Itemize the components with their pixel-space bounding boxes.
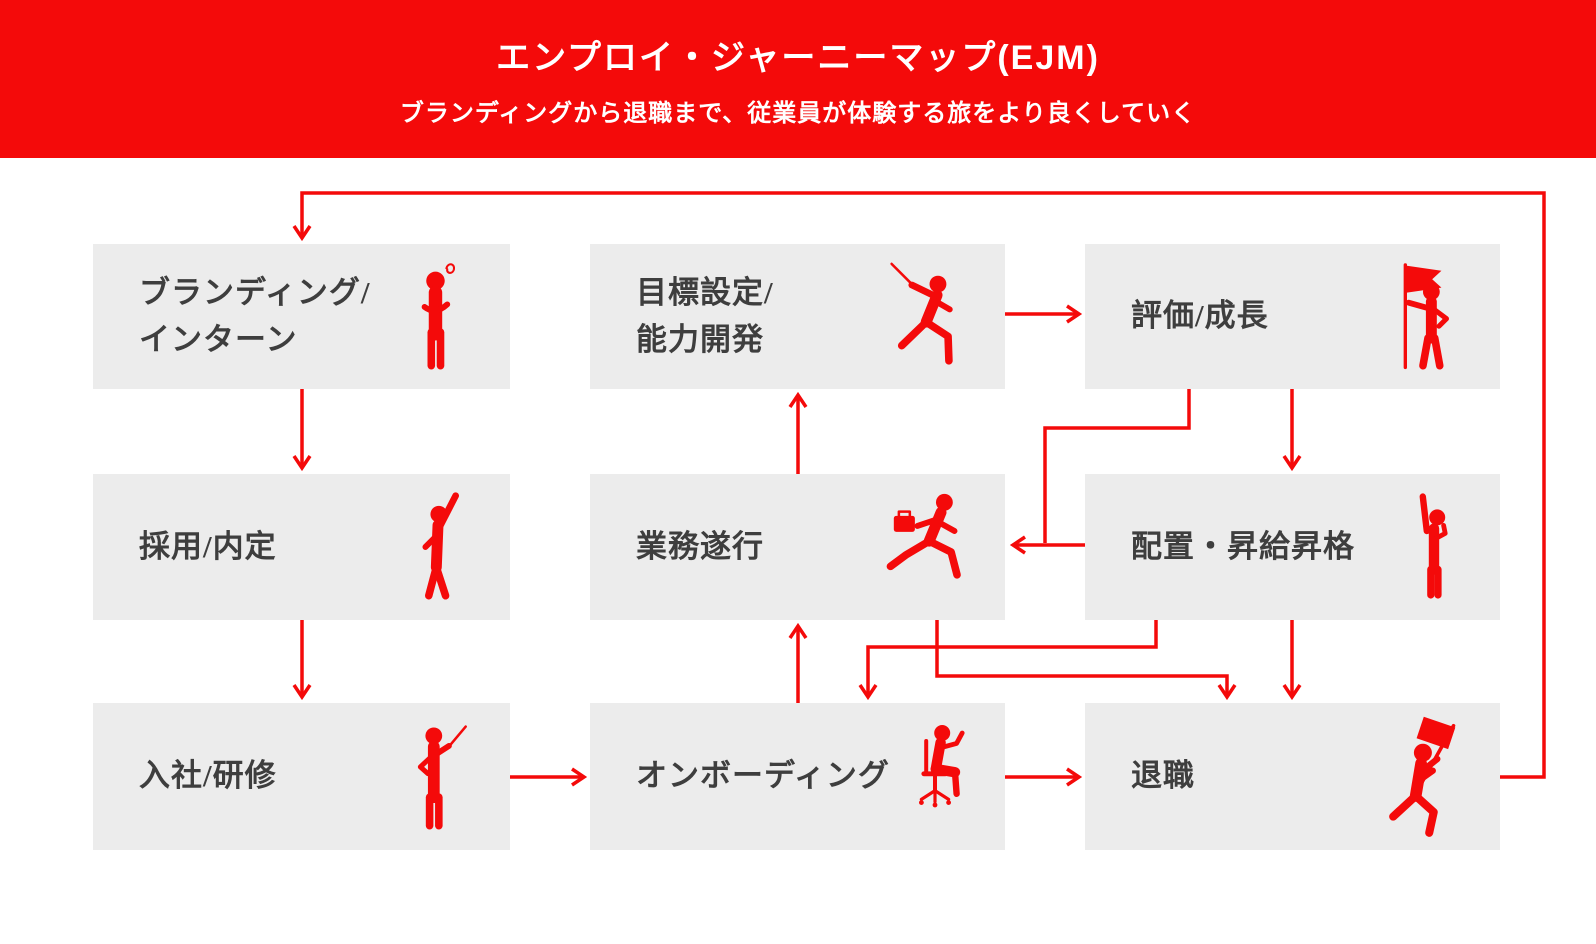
edge-placement-to-onboarding bbox=[858, 620, 1158, 701]
node-label: 目標設定/ 能力開発 bbox=[636, 275, 774, 357]
node-label: 入社/研修 bbox=[139, 758, 277, 794]
header-banner: エンプロイ・ジャーニーマップ(EJM) ブランディングから退職まで、従業員が体験… bbox=[0, 0, 1596, 158]
running-person-icon bbox=[886, 493, 961, 579]
node-branding-intern: ブランディング/ インターン bbox=[93, 244, 510, 389]
thinking-person-icon bbox=[421, 262, 456, 369]
node-label: ブランディング/ インターン bbox=[139, 275, 371, 357]
node-onboarding: オンボーディング bbox=[590, 703, 1005, 850]
node-placement-promotion: 配置・昇給昇格 bbox=[1085, 474, 1500, 620]
node-label: 配置・昇給昇格 bbox=[1131, 528, 1355, 564]
page-title: エンプロイ・ジャーニーマップ(EJM) bbox=[496, 39, 1100, 77]
node-label: 退職 bbox=[1131, 758, 1195, 794]
teacher-person-icon bbox=[417, 724, 467, 829]
hand-raised-person-icon bbox=[422, 492, 459, 600]
flag-standing-person-icon bbox=[1403, 262, 1449, 369]
node-evaluation-growth: 評価/成長 bbox=[1085, 244, 1500, 389]
marching-flag-person-icon bbox=[1389, 716, 1456, 837]
node-label: 業務遂行 bbox=[636, 528, 764, 564]
node-joining-training: 入社/研修 bbox=[93, 703, 510, 850]
node-label: 採用/内定 bbox=[139, 528, 277, 564]
sitting-person-icon bbox=[919, 724, 965, 807]
edge-retirement-to-branding bbox=[292, 191, 1546, 779]
node-label: オンボーディング bbox=[636, 758, 890, 794]
fencing-person-icon bbox=[890, 262, 953, 365]
node-goal-setting: 目標設定/ 能力開発 bbox=[590, 244, 1005, 389]
arm-up-person-icon bbox=[1419, 493, 1448, 599]
node-label: 評価/成長 bbox=[1131, 298, 1269, 334]
edge-execution-to-retirement bbox=[935, 620, 1237, 701]
node-work-execution: 業務遂行 bbox=[590, 474, 1005, 620]
node-retirement: 退職 bbox=[1085, 703, 1500, 850]
page-subtitle: ブランディングから退職まで、従業員が体験する旅をより良くしていく bbox=[399, 100, 1197, 127]
node-recruit-offer: 採用/内定 bbox=[93, 474, 510, 620]
edge-evaluation-to-execution bbox=[1043, 389, 1191, 543]
